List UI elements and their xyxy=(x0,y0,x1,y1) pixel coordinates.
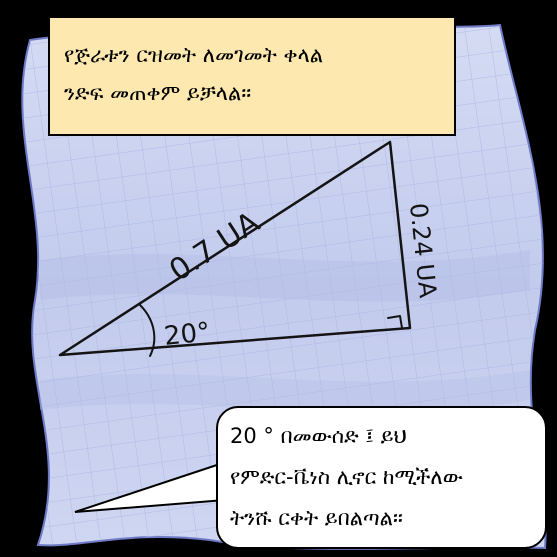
triangle-outline xyxy=(58,140,412,357)
caption-box: የጅራቱን ርዝመት ለመገመት ቀላል ንድፍ መጠቀም ይቻላል። xyxy=(48,16,456,136)
triangle-sketch xyxy=(58,140,412,357)
right-angle-mark xyxy=(387,315,403,329)
speech-line-2: የምድር-ቬነስ ሊኖር ከሚችለው xyxy=(230,465,463,489)
speech-line-3: ትንሹ ርቀት ይበልጣል። xyxy=(230,506,403,530)
caption-line-1: የጅራቱን ርዝመት ለመገመት ቀላል xyxy=(64,43,324,67)
angle-label: 20° xyxy=(163,317,212,352)
speech-line-1: 20 ° በመውሰድ ፤ ይህ xyxy=(230,424,407,448)
speech-bubble: 20 ° በመውሰድ ፤ ይህ የምድር-ቬነስ ሊኖር ከሚችለው ትንሹ ር… xyxy=(216,406,547,549)
caption-line-2: ንድፍ መጠቀም ይቻላል። xyxy=(64,81,252,105)
angle-arc xyxy=(139,304,156,357)
